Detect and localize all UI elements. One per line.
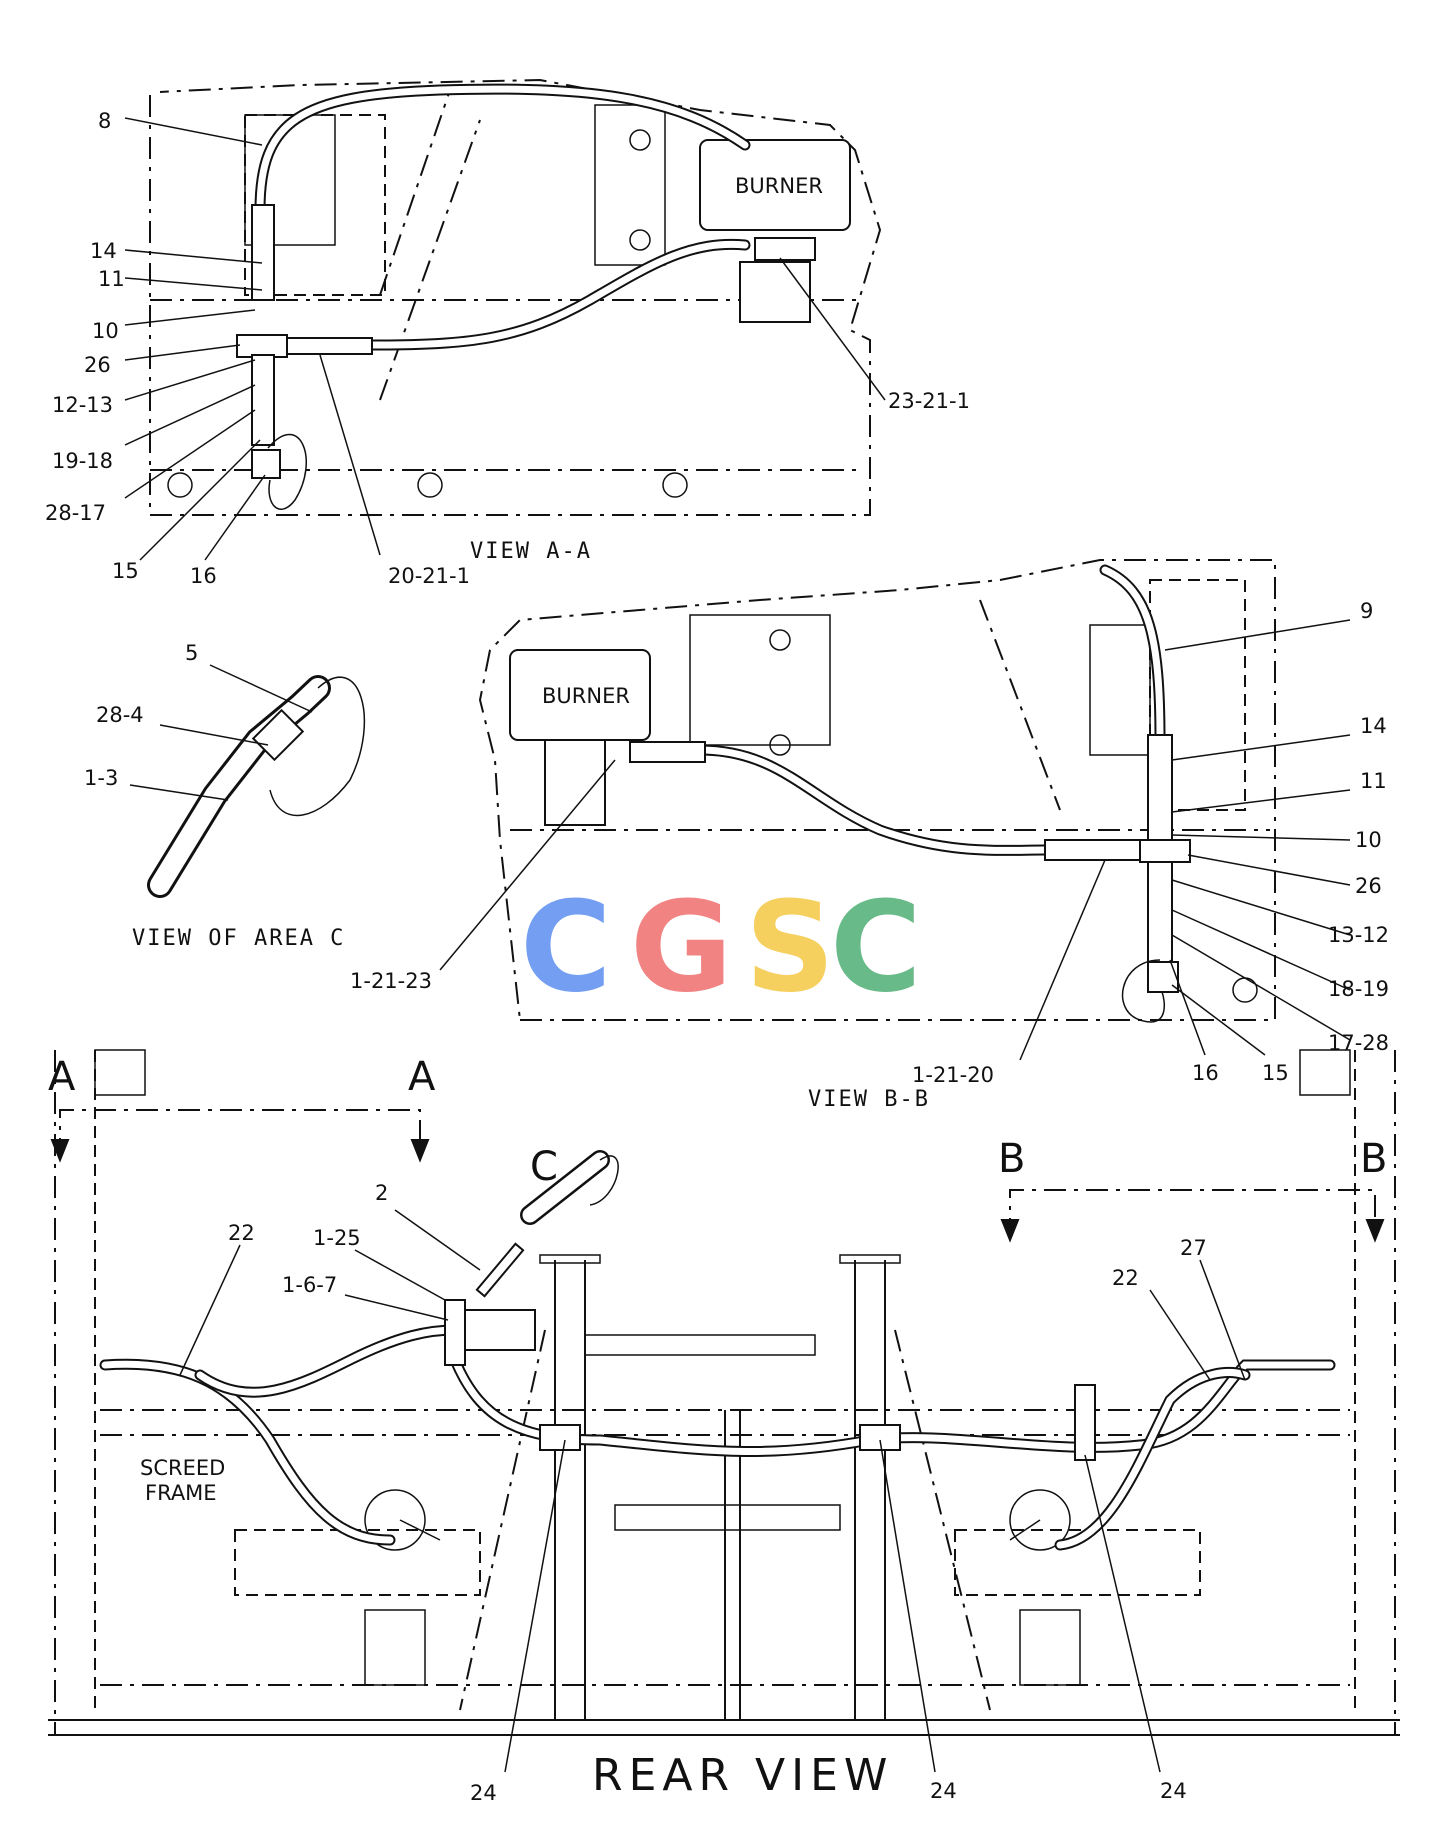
callout-14: 14: [90, 239, 117, 263]
frame-label: FRAME: [145, 1481, 217, 1505]
watermark: C G S C: [520, 875, 922, 1020]
callout-11: 11: [98, 267, 125, 291]
watermark-letter: C: [520, 875, 612, 1020]
callout-1-3: 1-3: [84, 766, 118, 790]
view-c-title: VIEW OF AREA C: [132, 926, 345, 951]
view-bb-title: VIEW B-B: [808, 1087, 930, 1112]
rear-view-title: REAR VIEW: [592, 1750, 893, 1801]
rear-view: [48, 1049, 1400, 1736]
callout-16: 16: [190, 564, 217, 588]
callout-28-17: 28-17: [45, 501, 106, 525]
callout-28-4: 28-4: [96, 703, 144, 727]
view-aa: [149, 78, 882, 516]
view-bb: [478, 559, 1276, 1023]
burner-label-aa: BURNER: [735, 174, 823, 198]
watermark-letter: S: [745, 875, 835, 1020]
section-a-left: A: [48, 1054, 76, 1100]
callout-1-6-7: 1-6-7: [282, 1273, 337, 1297]
callout-1-21-20: 1-21-20: [912, 1063, 994, 1087]
callout-5: 5: [185, 641, 198, 665]
callout-22-left: 22: [228, 1221, 255, 1245]
solenoid-bb: [544, 739, 606, 826]
callout-1-25: 1-25: [313, 1226, 361, 1250]
section-markers: A A B B C: [48, 1054, 1387, 1243]
callout-1-21-23: 1-21-23: [350, 969, 432, 993]
callout-19-18: 19-18: [52, 449, 113, 473]
callouts-view-bb: 9 14 11 10 26 13-12 18-19 17-28 16 15 1-…: [350, 599, 1389, 1087]
callout-26-bb: 26: [1355, 874, 1382, 898]
callout-22-right: 22: [1112, 1266, 1139, 1290]
view-c: [147, 675, 366, 898]
callout-10-bb: 10: [1355, 828, 1382, 852]
callout-24-left: 24: [470, 1781, 497, 1805]
callout-15-bb: 15: [1262, 1061, 1289, 1085]
callout-15: 15: [112, 559, 139, 583]
screed-label: SCREED: [140, 1456, 225, 1480]
callouts-view-c: 5 28-4 1-3: [84, 641, 313, 801]
callout-23-21-1: 23-21-1: [888, 389, 970, 413]
callout-13-12: 13-12: [1328, 923, 1389, 947]
callout-24-mid: 24: [930, 1779, 957, 1803]
callout-20-21-1: 20-21-1: [388, 564, 470, 588]
detail-c-marker: C: [530, 1144, 558, 1190]
section-a-right: A: [408, 1054, 436, 1100]
callout-27: 27: [1180, 1236, 1207, 1260]
callout-10: 10: [92, 319, 119, 343]
burner-label-bb: BURNER: [542, 684, 630, 708]
callout-18-19: 18-19: [1328, 977, 1389, 1001]
callout-24-right: 24: [1160, 1779, 1187, 1803]
section-b-right: B: [1360, 1136, 1387, 1182]
callout-17-28: 17-28: [1328, 1031, 1389, 1055]
callout-12-13: 12-13: [52, 393, 113, 417]
callout-16-bb: 16: [1192, 1061, 1219, 1085]
callout-26: 26: [84, 353, 111, 377]
callout-14-bb: 14: [1360, 714, 1387, 738]
callouts-view-aa: 8 14 11 10 26 12-13 19-18 28-17 15 16 20…: [45, 109, 970, 588]
callout-11-bb: 11: [1360, 769, 1387, 793]
callout-9: 9: [1360, 599, 1373, 623]
view-aa-title: VIEW A-A: [470, 539, 592, 564]
callout-2: 2: [375, 1181, 388, 1205]
section-b-left: B: [998, 1136, 1025, 1182]
callout-8: 8: [98, 109, 111, 133]
watermark-letter: C: [830, 875, 922, 1020]
watermark-letter: G: [630, 875, 733, 1020]
callouts-rear: 2 1-25 1-6-7 22 22 27 24 24 24: [179, 1181, 1246, 1805]
solenoid-aa: [739, 261, 811, 323]
